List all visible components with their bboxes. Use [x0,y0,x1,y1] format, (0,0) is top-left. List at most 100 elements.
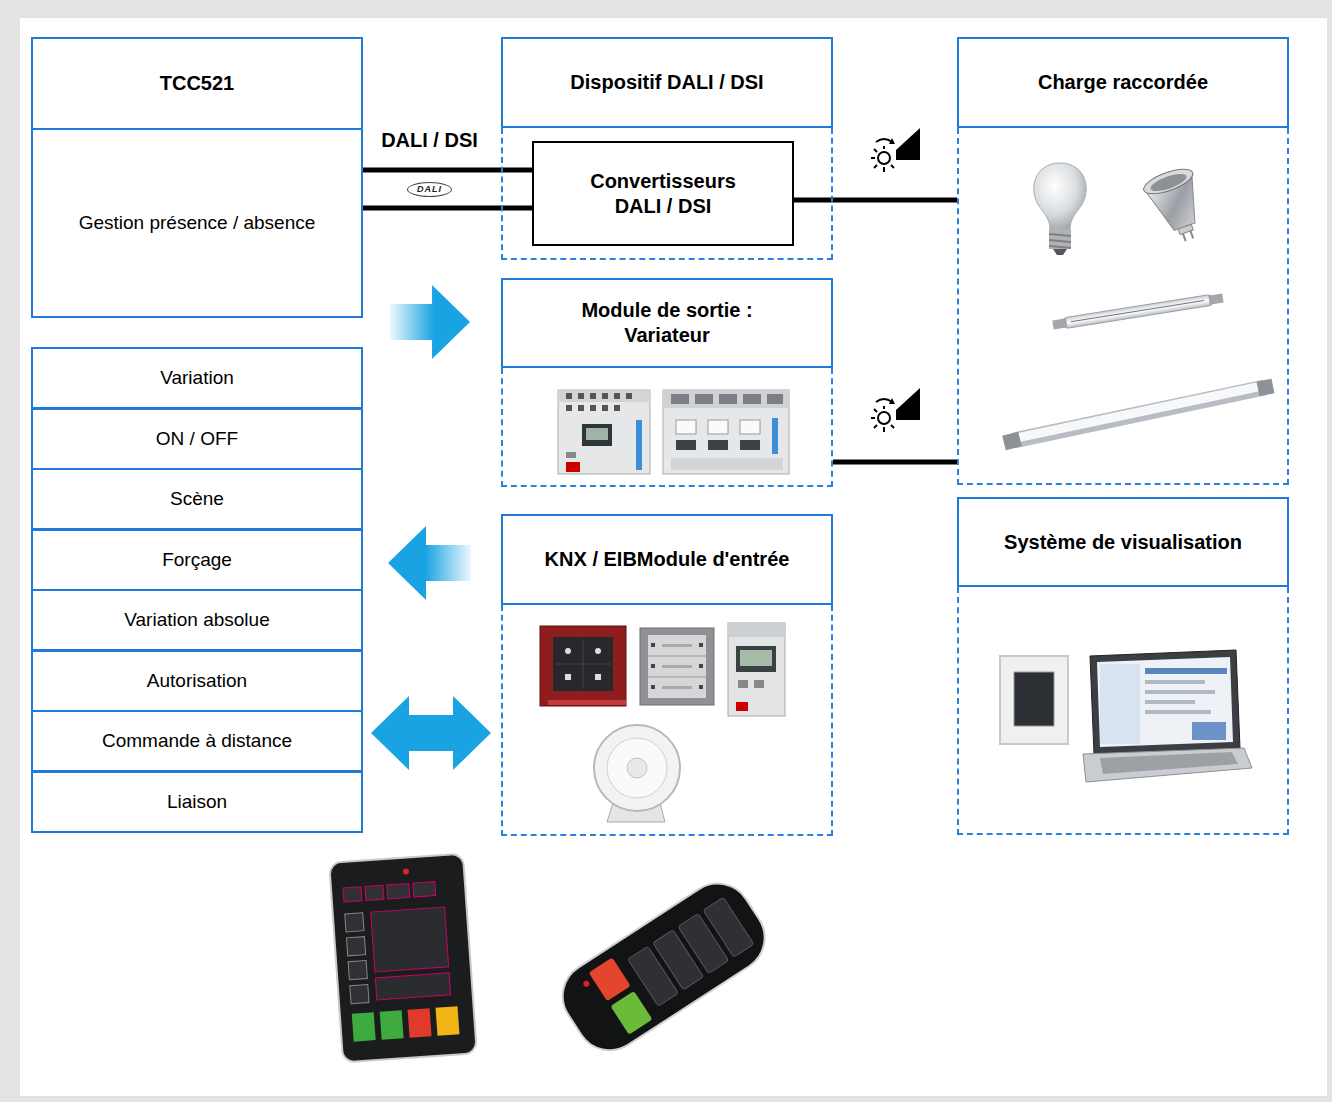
linear-halogen-picture-part [1062,294,1214,329]
dimmer-module-picture-part [602,405,608,411]
remote-control-picture-part [350,985,369,1004]
simple-box: ON / OFF [31,408,363,470]
keypad-picture-part [651,685,655,689]
simple-box: Scène [31,468,363,530]
dimmer-module-picture-part [578,393,584,399]
group-header: Système de visualisation [957,497,1289,587]
presence-detector-picture-part [607,738,667,798]
laptop-picture-part [1145,710,1211,714]
dimmer-module-picture-part [740,440,760,450]
dimmer-module-picture-part [582,424,612,446]
halogen-spot-picture-part [1149,170,1189,194]
dimmer-module-picture-part [708,420,728,434]
remote-control-picture-part [380,1010,404,1039]
function-label: ON / OFF [156,427,238,451]
remote-control-picture-part [352,1012,376,1041]
halogen-spot-picture [1141,164,1214,249]
simple-box: Variation absolue [31,589,363,651]
dimmer-module-picture-part [602,393,608,399]
presence-detector-picture [594,725,680,822]
remote-control-picture [329,854,477,1063]
din-module-picture-part [728,623,785,637]
dimmer-module-picture-part [566,393,572,399]
simple-box: Commande à distance [31,710,363,772]
dimmer-module-picture-part [663,390,789,474]
linear-halogen-picture-part [1052,318,1067,329]
keypad-picture-part [648,677,706,678]
remote-control-picture-part [387,883,410,899]
lamp-symbol [871,128,920,172]
lamp-symbol-part [871,128,920,172]
laptop-picture-part [1145,668,1227,674]
remote-control-picture-part [403,868,409,874]
keypad-picture-part [699,643,703,647]
group-body [957,128,1289,485]
function-label: Variation absolue [124,608,269,632]
bus-line [363,168,532,173]
din-module-picture-part [754,680,764,688]
laptop-picture-part [1090,650,1240,754]
dimmer-module-picture-part [566,462,580,472]
keypad-picture-part [651,664,655,668]
dimmer-module-picture-part [767,394,783,404]
din-module-picture-part [740,650,772,666]
laptop-picture-part [1145,680,1205,684]
dimmer-module-picture-part [740,420,760,434]
laptop-picture-part [1192,722,1226,740]
keypad-picture-part [662,644,692,647]
dimmer-module-picture-part [558,390,650,474]
laptop-picture-part [1097,657,1233,747]
dimmer-module-picture-part [695,394,713,404]
flow-arrow [390,285,470,359]
dimmer-module-picture-part [676,420,696,434]
fluorescent-tube-picture-part [1258,386,1273,389]
box-header: TCC521 [33,39,361,130]
simple-box: Forçage [31,529,363,591]
remote-control-picture-part [329,854,477,1063]
din-module-picture [728,623,785,716]
group-box: KNX / EIBModule d'entrée [501,514,833,836]
remote-control-picture-part [589,957,631,1001]
bus-logo: DALI [407,182,452,197]
dimmer-module-picture-part [743,394,761,404]
push-button-picture-part [565,648,571,654]
simple-box: Autorisation [31,650,363,712]
group-title: Charge raccordée [1038,70,1208,95]
dimmer-module-picture-part [626,393,632,399]
push-button-picture-part [565,674,571,680]
group-title: KNX / EIBModule d'entrée [545,547,790,572]
flow-arrow [371,696,491,770]
keypad-picture [640,628,714,705]
dimmer-module-picture-part [590,393,596,399]
linear-halogen-picture [1052,293,1224,331]
dimmer-module-picture-part [614,405,620,411]
halogen-spot-picture-part [1183,234,1186,242]
box-body: Gestion présence / absence [33,130,361,316]
remote-control-picture-part [436,1006,460,1035]
box-title: Convertisseurs DALI / DSI [568,169,758,219]
bulb-picture-part [1049,246,1071,248]
dimmer-module-picture-part [578,405,584,411]
group-header: Module de sortie : Variateur [501,278,833,368]
remote-control-picture-part [343,887,362,902]
dimmer-module-picture-part [772,418,778,454]
dimmer-module-picture-part [636,420,642,470]
laptop-picture-part [1145,700,1195,704]
box-text: Gestion présence / absence [79,211,316,235]
laptop-picture-part [1083,748,1252,782]
function-label: Forçage [162,548,232,572]
group-header: Charge raccordée [957,37,1289,128]
group-box: Charge raccordée [957,37,1289,485]
function-label: Autorisation [147,669,247,693]
remote-control-picture-part [550,871,778,1064]
group-body [501,605,833,836]
bulb-picture [1034,163,1086,255]
bus-line [794,198,957,203]
din-module-picture-part [738,680,748,688]
simple-box: Variation [31,347,363,409]
remote-control-picture-part [348,961,367,980]
split-box: TCC521Gestion présence / absence [31,37,363,318]
laptop-picture [1083,650,1252,782]
laptop-picture-part [1100,752,1238,774]
